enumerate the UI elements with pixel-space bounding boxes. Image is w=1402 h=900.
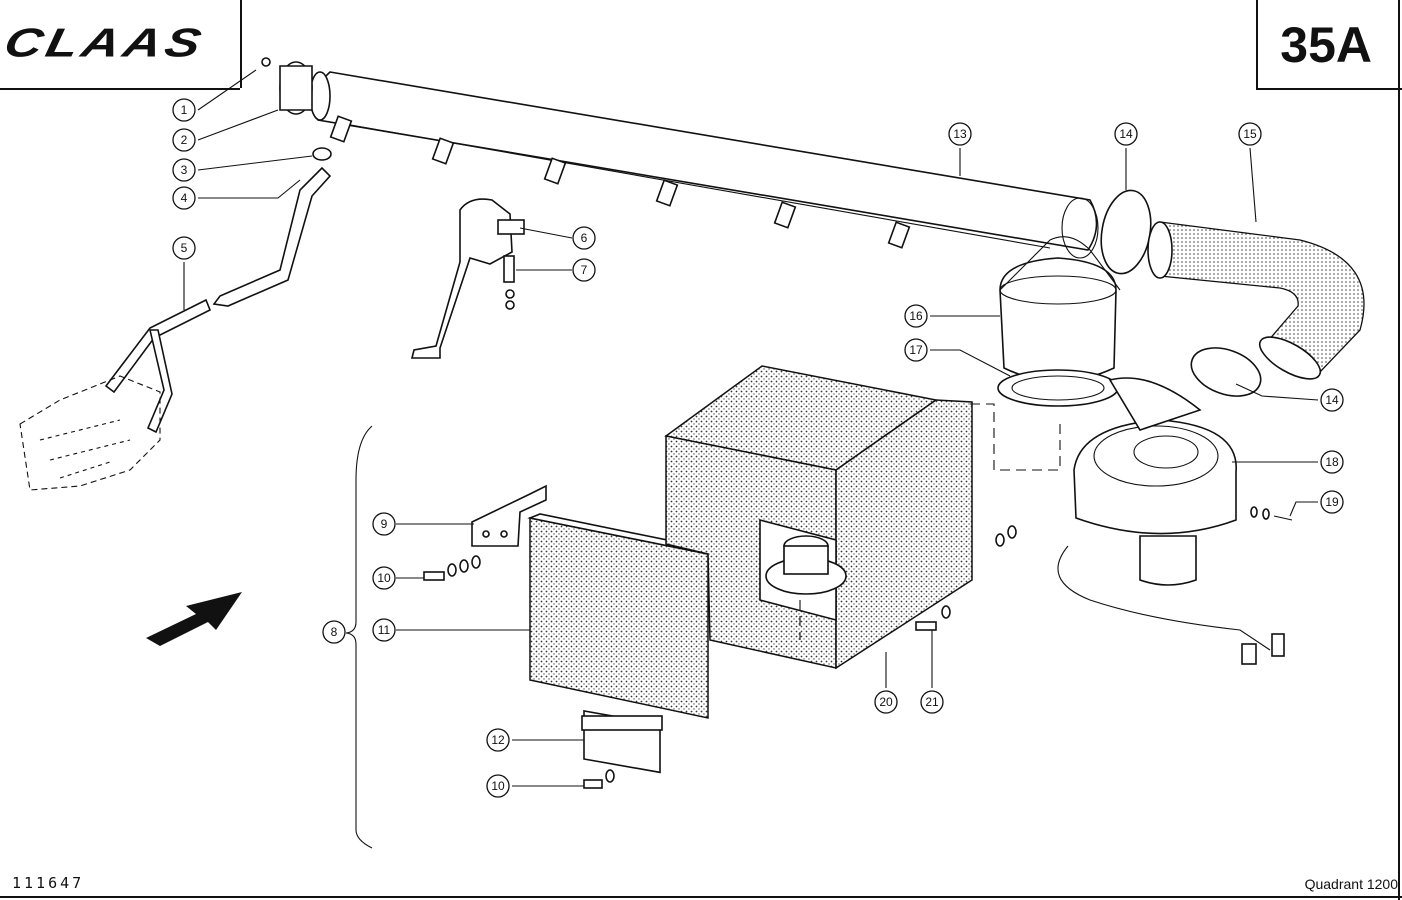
callout-label: 17 — [909, 343, 923, 357]
callout-label: 4 — [181, 191, 188, 205]
tube-nozzles — [329, 115, 911, 249]
callout-18: 18 — [1320, 450, 1344, 474]
gasket-17 — [997, 369, 1119, 407]
bolt-set-10-top — [423, 555, 481, 581]
hinge-12 — [581, 710, 663, 774]
callout-label: 14 — [1119, 127, 1133, 141]
callout-label: 13 — [953, 127, 967, 141]
callout-13: 13 — [948, 122, 972, 146]
hose-15 — [1147, 221, 1365, 380]
callout-5: 5 — [172, 236, 196, 260]
bracket-9 — [471, 484, 547, 547]
callout-9: 9 — [372, 512, 396, 536]
group-8-brace — [345, 425, 373, 849]
bolt-21 — [915, 605, 951, 631]
callout-12: 12 — [486, 728, 510, 752]
clamp-14-bottom — [1190, 347, 1262, 397]
callout-label: 6 — [581, 231, 588, 245]
callout-21: 21 — [920, 690, 944, 714]
blower-18 — [1057, 377, 1285, 665]
callout-14-bottom: 14 — [1320, 388, 1344, 412]
clamp-14-top — [1061, 189, 1152, 275]
callout-label: 2 — [181, 133, 188, 147]
callout-11: 11 — [372, 618, 396, 642]
filter-16 — [999, 236, 1121, 382]
clip-3 — [312, 147, 332, 161]
hose-4 — [212, 166, 332, 307]
callout-10-lower: 10 — [486, 774, 510, 798]
header-divider-line — [0, 88, 240, 90]
callout-14-top: 14 — [1114, 122, 1138, 146]
drawing-number: 111647 — [12, 874, 85, 892]
header-divider-line — [1256, 88, 1402, 90]
callout-15: 15 — [1238, 122, 1262, 146]
callout-label: 10 — [377, 571, 391, 585]
callout-label: 8 — [331, 625, 338, 639]
callout-label: 14 — [1325, 393, 1339, 407]
fittings-19 — [1250, 506, 1293, 521]
callout-label: 10 — [491, 779, 505, 793]
callout-label: 5 — [181, 241, 188, 255]
bolt-set-10-bottom — [583, 769, 615, 789]
callout-3: 3 — [172, 158, 196, 182]
direction-arrow — [146, 592, 242, 646]
callout-label: 19 — [1325, 495, 1339, 509]
callout-19: 19 — [1320, 490, 1344, 514]
callout-8: 8 — [322, 620, 346, 644]
callout-label: 16 — [909, 309, 923, 323]
callout-label: 3 — [181, 163, 188, 177]
callout-17: 17 — [904, 338, 928, 362]
model-name: Quadrant 1200 — [1304, 876, 1398, 892]
pipe-5 — [104, 298, 212, 434]
callout-label: 1 — [181, 103, 188, 117]
callout-label: 7 — [581, 263, 588, 277]
callout-20: 20 — [874, 690, 898, 714]
callout-16: 16 — [904, 304, 928, 328]
callout-4: 4 — [172, 186, 196, 210]
callout-label: 9 — [381, 517, 388, 531]
bolt-7 — [503, 255, 515, 310]
callout-label: 11 — [378, 623, 391, 637]
leader-lines — [183, 69, 1319, 787]
header-divider-line — [1256, 0, 1258, 88]
callout-7: 7 — [572, 258, 596, 282]
callout-2: 2 — [172, 128, 196, 152]
tube-13 — [309, 71, 1098, 251]
callout-10: 10 — [372, 566, 396, 590]
callout-label: 20 — [879, 695, 893, 709]
callout-label: 18 — [1325, 455, 1339, 469]
header-divider-line — [240, 0, 242, 88]
callout-label: 12 — [491, 733, 505, 747]
bottom-border — [0, 896, 1402, 898]
page-code: 35A — [1280, 17, 1372, 73]
tractor-outline — [19, 375, 161, 491]
right-border — [1398, 0, 1400, 900]
callout-label: 15 — [1243, 127, 1257, 141]
washers-side — [995, 525, 1017, 547]
callout-6: 6 — [572, 226, 596, 250]
bracket-6 — [410, 198, 525, 359]
callout-1: 1 — [172, 98, 196, 122]
end-cap-2 — [261, 57, 313, 115]
callout-label: 21 — [925, 695, 939, 709]
housing-box-8 — [664, 365, 1061, 670]
